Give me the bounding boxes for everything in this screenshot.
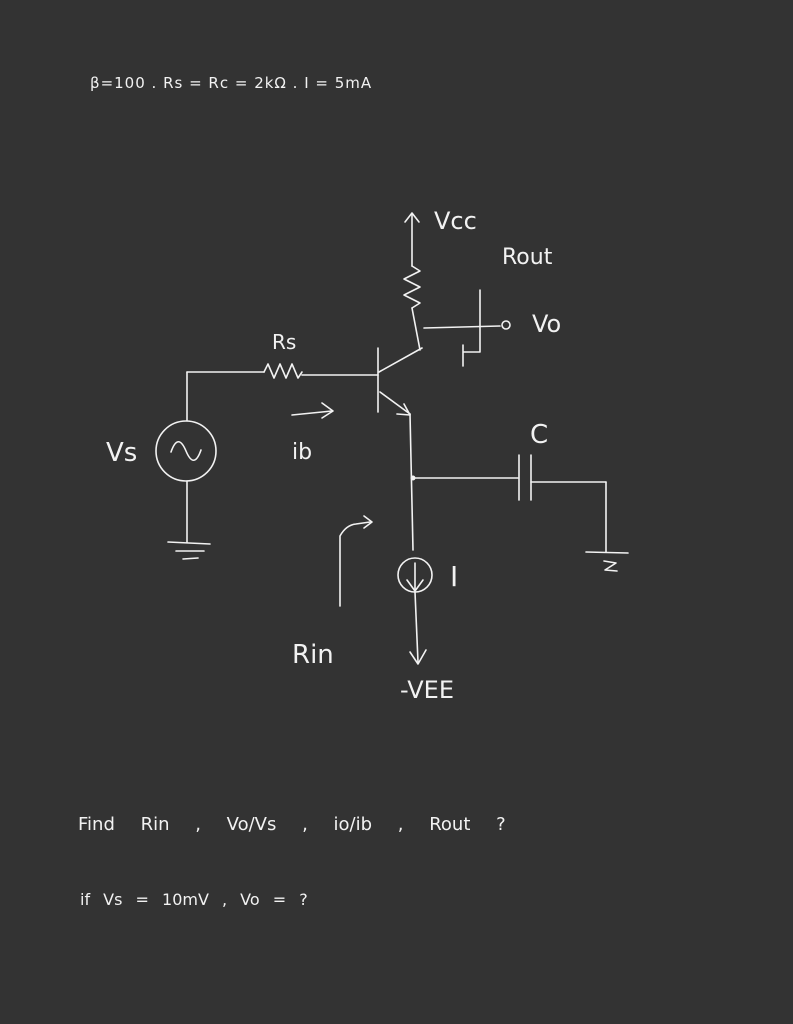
label-vcc: Vcc: [434, 207, 477, 235]
question-find: Find Rin , Vo/Vs , io/ib , Rout ?: [78, 814, 506, 835]
emitter-wire: [409, 413, 414, 551]
label-c: C: [530, 420, 549, 450]
vcc-supply-arrow: [404, 212, 420, 267]
ac-source: [155, 420, 217, 482]
label-rout: Rout: [502, 245, 553, 270]
output-terminal: [501, 320, 511, 330]
collector-wire: [411, 307, 421, 351]
vee-wire: [409, 591, 427, 665]
label-ib: ib: [292, 440, 313, 465]
rout-bracket: [462, 289, 481, 367]
question-if: if Vs = 10mV , Vo = ?: [80, 890, 308, 909]
label-vs: Vs: [106, 438, 138, 468]
label-vee: -VEE: [400, 676, 454, 704]
bjt-transistor: [377, 347, 423, 416]
label-rin: Rin: [292, 640, 334, 670]
label-vo: Vo: [532, 310, 562, 338]
bypass-capacitor: [518, 454, 607, 553]
source-ground: [167, 480, 211, 560]
label-rs: Rs: [272, 330, 297, 354]
base-wiring: [186, 363, 379, 421]
current-source: [397, 557, 433, 593]
ib-current-arrow: [291, 402, 334, 419]
output-wire: [423, 325, 501, 329]
source-resistor: [263, 363, 303, 379]
given-values: β=100 . Rs = Rc = 2kΩ . I = 5mA: [90, 74, 373, 92]
capacitor-ground: [585, 551, 629, 572]
rin-indicator: [339, 515, 373, 607]
collector-resistor: [403, 265, 421, 309]
label-i: I: [450, 560, 459, 593]
